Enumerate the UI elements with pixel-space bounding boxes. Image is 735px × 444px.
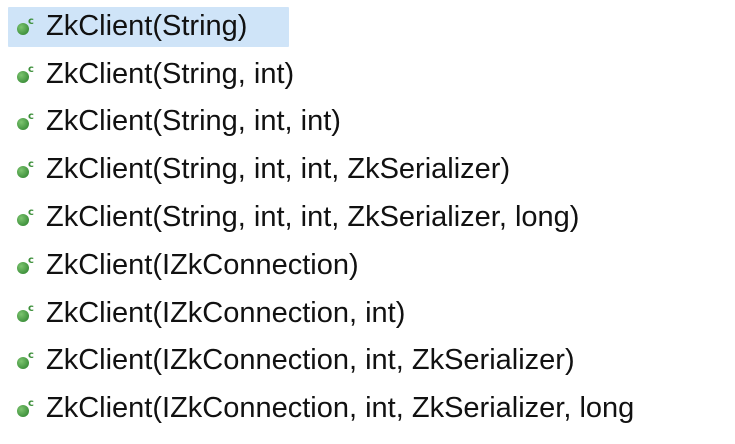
- constructor-signature: ZkClient(IZkConnection, int, ZkSerialize…: [46, 392, 635, 424]
- public-constructor-icon: c: [17, 350, 34, 369]
- constructor-signature: ZkClient(IZkConnection): [46, 249, 359, 281]
- constructor-signature: ZkClient(IZkConnection, int): [46, 297, 406, 329]
- selection-highlight: [8, 7, 289, 47]
- constructor-item[interactable]: c ZkClient(String, int, int, ZkSerializer…: [0, 195, 735, 239]
- public-constructor-icon: c: [17, 398, 34, 417]
- svg-text:c: c: [28, 159, 34, 170]
- constructor-item[interactable]: c ZkClient(String, int, int): [0, 99, 735, 143]
- constructor-item[interactable]: c ZkClient(IZkConnection, int, ZkSerializ…: [0, 338, 735, 382]
- constructor-item[interactable]: c ZkClient(String, int): [0, 52, 735, 96]
- constructor-item[interactable]: c ZkClient(IZkConnection, int, ZkSerializ…: [0, 386, 735, 430]
- svg-text:c: c: [28, 303, 34, 314]
- public-constructor-icon: c: [17, 64, 34, 83]
- constructor-signature: ZkClient(String, int): [46, 58, 295, 90]
- constructor-signature: ZkClient(String, int, int): [46, 105, 341, 137]
- constructor-signature: ZkClient(String, int, int, ZkSerializer,…: [46, 201, 580, 233]
- public-constructor-icon: c: [17, 16, 34, 35]
- public-constructor-icon: c: [17, 159, 34, 178]
- constructor-item[interactable]: c ZkClient(String): [0, 4, 735, 48]
- svg-text:c: c: [28, 398, 34, 409]
- svg-text:c: c: [28, 111, 34, 122]
- constructor-item[interactable]: c ZkClient(IZkConnection): [0, 243, 735, 287]
- svg-text:c: c: [28, 255, 34, 266]
- public-constructor-icon: c: [17, 111, 34, 130]
- public-constructor-icon: c: [17, 207, 34, 226]
- constructor-signature: ZkClient(String, int, int, ZkSerializer): [46, 153, 511, 185]
- svg-text:c: c: [28, 64, 34, 75]
- svg-text:c: c: [28, 207, 34, 218]
- svg-text:c: c: [28, 16, 34, 27]
- constructor-signature: ZkClient(String): [46, 10, 248, 42]
- public-constructor-icon: c: [17, 255, 34, 274]
- constructor-item[interactable]: c ZkClient(String, int, int, ZkSerializer…: [0, 147, 735, 191]
- public-constructor-icon: c: [17, 303, 34, 322]
- constructor-item[interactable]: c ZkClient(IZkConnection, int): [0, 291, 735, 335]
- constructor-signature: ZkClient(IZkConnection, int, ZkSerialize…: [46, 344, 575, 376]
- svg-text:c: c: [28, 350, 34, 361]
